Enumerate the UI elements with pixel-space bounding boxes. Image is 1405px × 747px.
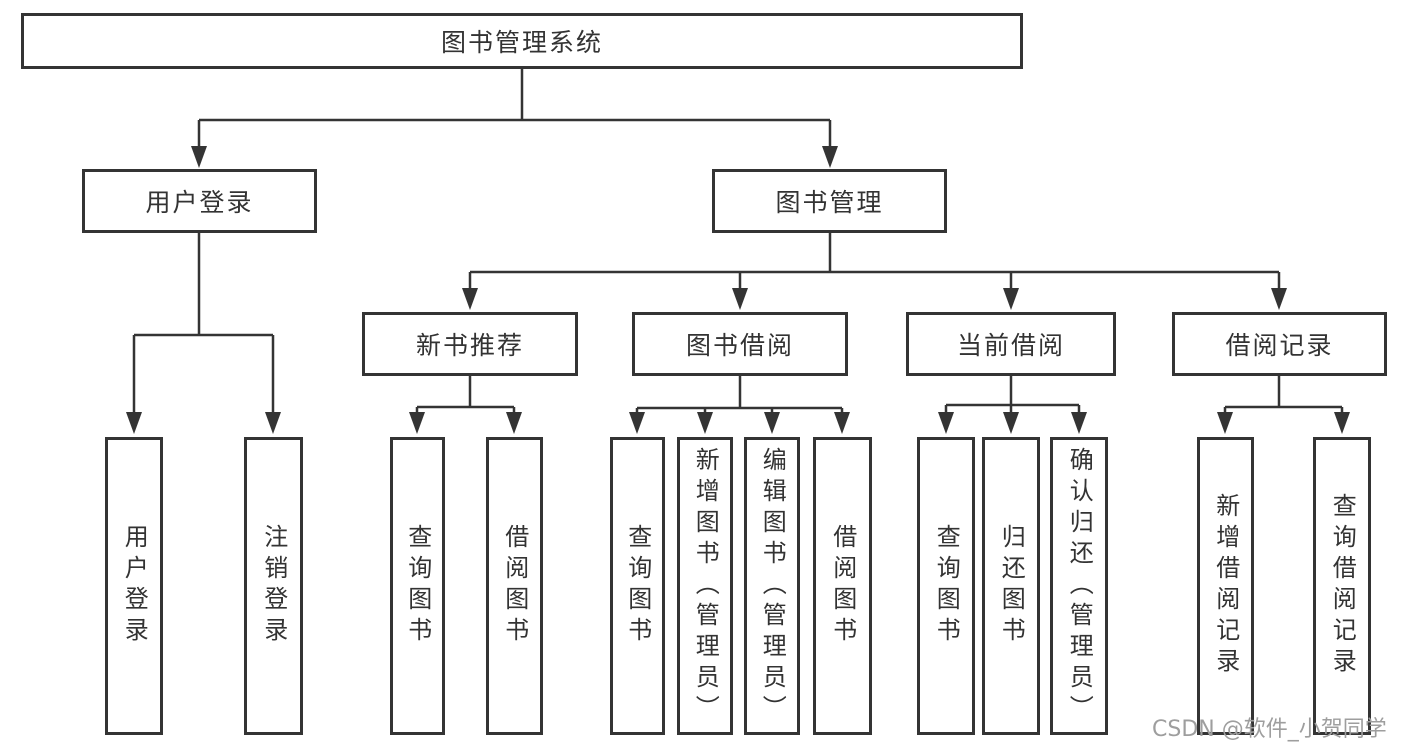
node-borrowing-records-label: 借阅记录 <box>1225 331 1334 360</box>
leaf-current-return-book: 归还图书 <box>982 437 1040 735</box>
node-borrowing-records: 借阅记录 <box>1172 312 1387 376</box>
connector-current-borrowing-to-leaves <box>938 376 1087 434</box>
leaf-user-login-label: 用户登录 <box>120 524 149 648</box>
leaf-current-query-book-label: 查询图书 <box>932 524 961 648</box>
watermark: CSDN @软件_小贺同学 <box>1152 717 1387 742</box>
leaf-recommend-query-book: 查询图书 <box>390 437 445 735</box>
node-current-borrowing-label: 当前借阅 <box>956 331 1065 360</box>
arrowhead <box>1003 412 1019 434</box>
arrowhead <box>938 412 954 434</box>
leaf-logout-label: 注销登录 <box>259 524 288 648</box>
arrowhead <box>764 412 780 434</box>
leaf-borrow-edit-book-admin: 编辑图书（管理员） <box>744 437 800 735</box>
leaf-records-add-record: 新增借阅记录 <box>1197 437 1254 735</box>
arrowhead <box>506 412 522 434</box>
leaf-records-query-record: 查询借阅记录 <box>1313 437 1371 735</box>
connector-book-borrowing-to-leaves <box>629 376 850 434</box>
leaf-borrow-borrow-book-label: 借阅图书 <box>828 524 857 648</box>
arrowhead <box>191 146 207 168</box>
arrowhead <box>1071 412 1087 434</box>
leaf-borrow-add-book-admin-label: 新增图书（管理员） <box>691 446 720 726</box>
leaf-recommend-borrow-book-label: 借阅图书 <box>500 524 529 648</box>
arrowhead <box>462 288 478 310</box>
leaf-borrow-query-book: 查询图书 <box>610 437 665 735</box>
connector-root-to-level2 <box>191 69 838 168</box>
arrowhead <box>732 288 748 310</box>
leaf-borrow-add-book-admin: 新增图书（管理员） <box>677 437 733 735</box>
node-book-borrowing-label: 图书借阅 <box>685 331 794 360</box>
node-book-management-label: 图书管理 <box>775 188 884 217</box>
leaf-borrow-borrow-book: 借阅图书 <box>813 437 872 735</box>
leaf-recommend-query-book-label: 查询图书 <box>403 524 432 648</box>
arrowhead <box>126 412 142 434</box>
arrowhead <box>1003 288 1019 310</box>
arrowhead <box>1217 412 1233 434</box>
arrowhead <box>409 412 425 434</box>
connector-user-login-to-leaves <box>126 233 281 434</box>
arrowhead <box>834 412 850 434</box>
arrowhead <box>1271 288 1287 310</box>
node-new-book-recommend-label: 新书推荐 <box>415 331 524 360</box>
leaf-current-confirm-return-admin: 确认归还（管理员） <box>1050 437 1108 735</box>
leaf-current-query-book: 查询图书 <box>917 437 975 735</box>
node-book-management: 图书管理 <box>712 169 947 233</box>
leaf-records-query-record-label: 查询借阅记录 <box>1328 493 1357 679</box>
leaf-current-return-book-label: 归还图书 <box>997 524 1026 648</box>
leaf-logout: 注销登录 <box>244 437 303 735</box>
leaf-records-add-record-label: 新增借阅记录 <box>1211 493 1240 679</box>
node-root-label: 图书管理系统 <box>440 28 603 57</box>
node-current-borrowing: 当前借阅 <box>906 312 1116 376</box>
leaf-user-login: 用户登录 <box>105 437 163 735</box>
leaf-current-confirm-return-admin-label: 确认归还（管理员） <box>1065 446 1094 726</box>
node-new-book-recommend: 新书推荐 <box>362 312 578 376</box>
arrowhead <box>265 412 281 434</box>
arrowhead <box>629 412 645 434</box>
node-user-login-label: 用户登录 <box>145 188 254 217</box>
connector-book-management-to-level3 <box>462 233 1287 310</box>
arrowhead <box>1334 412 1350 434</box>
node-book-borrowing: 图书借阅 <box>632 312 848 376</box>
leaf-borrow-query-book-label: 查询图书 <box>623 524 652 648</box>
arrowhead <box>822 146 838 168</box>
leaf-recommend-borrow-book: 借阅图书 <box>486 437 543 735</box>
arrowhead <box>697 412 713 434</box>
node-root: 图书管理系统 <box>21 13 1023 69</box>
leaf-borrow-edit-book-admin-label: 编辑图书（管理员） <box>758 446 787 726</box>
node-user-login: 用户登录 <box>82 169 317 233</box>
connector-new-book-recommend-to-leaves <box>409 376 522 434</box>
connector-borrowing-records-to-leaves <box>1217 376 1350 434</box>
